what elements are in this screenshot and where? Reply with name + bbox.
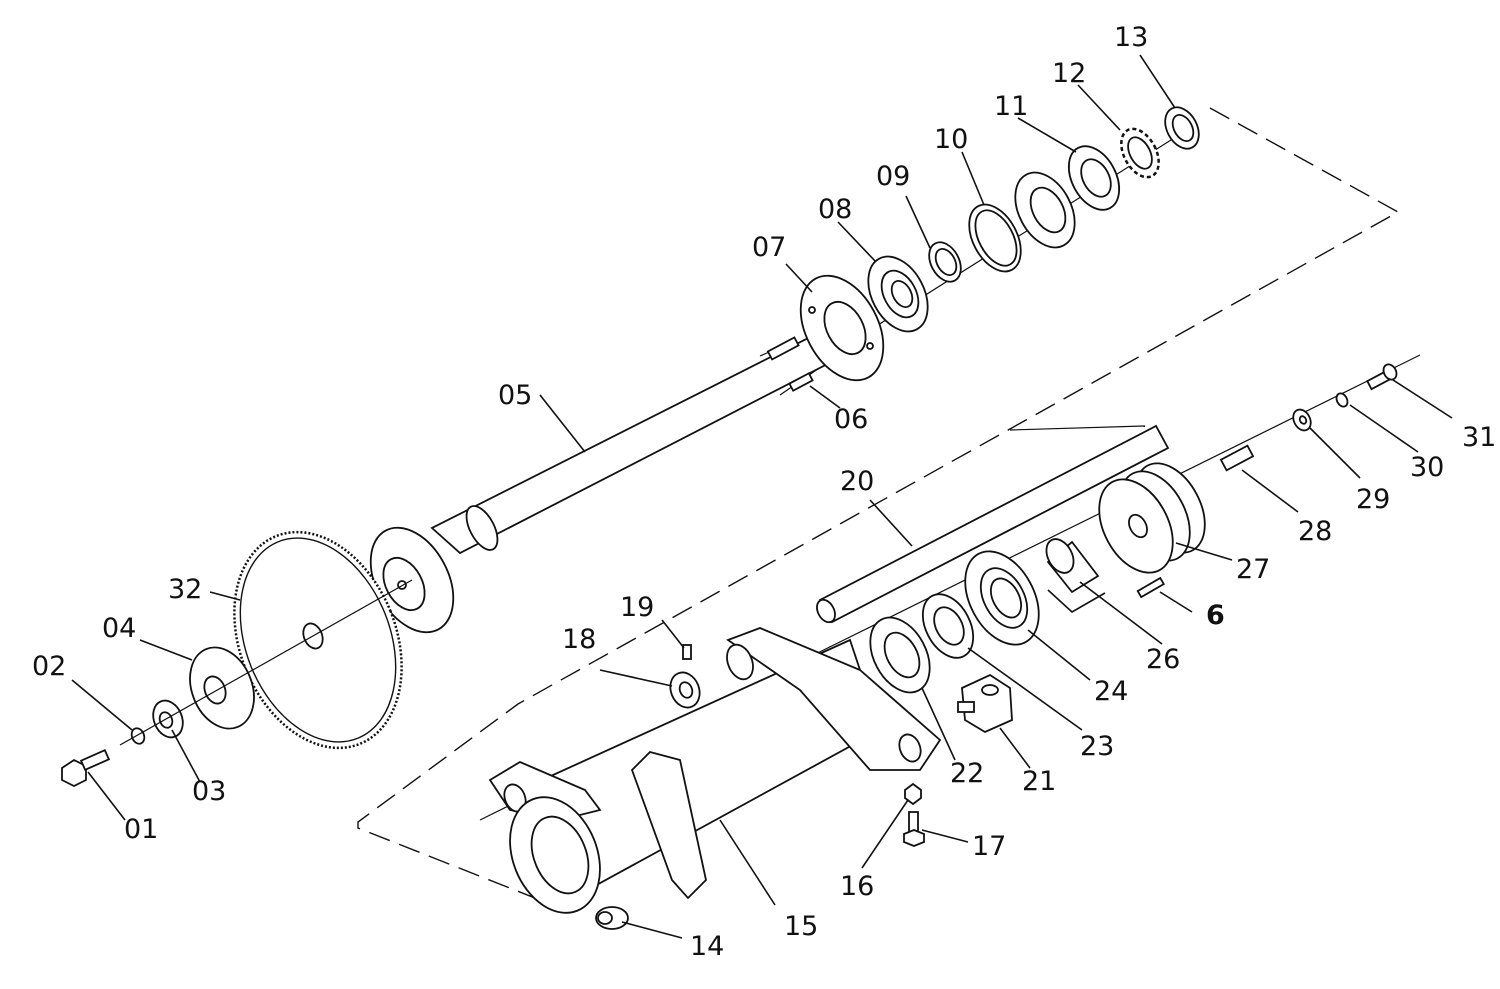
assembly-dashed-guide [357, 107, 1400, 901]
callout-09: 09 [876, 161, 910, 192]
double-bearing-part [1014, 145, 1121, 249]
tab-lock-washer-part [1120, 127, 1160, 179]
callout-16: 16 [840, 871, 874, 902]
callout-10: 10 [934, 124, 968, 155]
pulley-lock-washer-part [1335, 392, 1349, 408]
callout-23: 23 [1080, 731, 1114, 762]
callout-28: 28 [1298, 516, 1332, 547]
seal-ring-part [968, 203, 1022, 273]
callout-27: 27 [1236, 554, 1270, 585]
key-part [1219, 444, 1255, 472]
washer-part [152, 699, 184, 739]
callout-19: 19 [620, 592, 654, 623]
callout-22: 22 [950, 758, 984, 789]
spacer-ring-part [928, 241, 962, 283]
leader-lines [71, 54, 1453, 939]
hex-bolt-part [61, 748, 111, 788]
callout-02: 02 [32, 651, 66, 682]
callouts: 01 02 03 04 05 06 07 08 09 10 11 12 13 1… [32, 22, 1496, 962]
pulley-washer-part [1292, 408, 1312, 432]
callout-15: 15 [784, 911, 818, 942]
callout-32: 32 [168, 574, 202, 605]
plate-screw-part [788, 372, 814, 392]
callout-24: 24 [1094, 676, 1128, 707]
callout-12: 12 [1052, 58, 1086, 89]
callout-01: 01 [124, 814, 158, 845]
callout-05: 05 [498, 380, 532, 411]
callout-29: 29 [1356, 484, 1390, 515]
collar-part [669, 671, 701, 709]
callout-07: 07 [752, 232, 786, 263]
callout-31: 31 [1462, 422, 1496, 453]
callout-06: 06 [834, 404, 868, 435]
callout-21: 21 [1022, 766, 1056, 797]
lower-seal-part [921, 593, 975, 659]
pulley-part [1098, 462, 1206, 574]
lock-nut-part [1164, 106, 1200, 150]
callout-04: 04 [102, 613, 136, 644]
arbor-shaft-part [816, 424, 1170, 624]
callout-17: 17 [972, 831, 1006, 862]
sleeve-part [1045, 538, 1100, 594]
pulley-bolt-part [1366, 363, 1398, 391]
rubber-foot-part [595, 906, 629, 930]
callout-30: 30 [1410, 452, 1444, 483]
callout-11: 11 [994, 91, 1028, 122]
bearing-plate-part [799, 274, 885, 382]
blade-axis [119, 579, 413, 746]
callout-26: 26 [1146, 644, 1180, 675]
housing-bolt-part [903, 811, 925, 847]
lower-bearing-part [869, 616, 931, 694]
main-shaft-part [369, 314, 880, 634]
callout-14: 14 [690, 931, 724, 962]
hex-nut-part [904, 782, 922, 806]
callout-6: 6 [1206, 600, 1225, 631]
arbor-housing-part [488, 627, 942, 914]
callout-13: 13 [1114, 22, 1148, 53]
pivot-block-part [957, 673, 1013, 734]
callout-18: 18 [562, 624, 596, 655]
bearing-part [867, 255, 929, 333]
callout-08: 08 [818, 194, 852, 225]
callout-03: 03 [192, 776, 226, 807]
callout-20: 20 [840, 466, 874, 497]
set-screw-part [682, 644, 692, 660]
bearing-housing-part [964, 550, 1040, 646]
sleeve-screw-part [1136, 576, 1165, 599]
